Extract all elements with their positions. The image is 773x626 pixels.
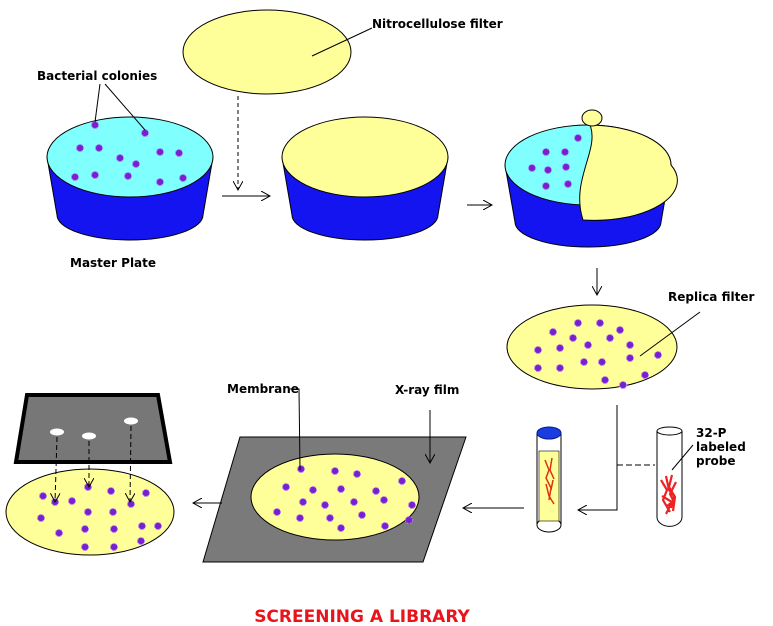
bacterial-colony-dot xyxy=(179,174,187,182)
replica-filter xyxy=(506,304,678,390)
bacterial-colony-dot xyxy=(296,514,304,522)
bacterial-colony-dot xyxy=(309,486,317,494)
bacterial-colony-dot xyxy=(626,354,634,362)
bacterial-colony-dot xyxy=(37,514,45,522)
bacterial-colony-dot xyxy=(107,487,115,495)
bacterial-colony-dot xyxy=(110,525,118,533)
positive-colony-plate xyxy=(5,468,175,556)
bacterial-colony-dot xyxy=(175,149,183,157)
bacterial-colony-dot xyxy=(564,180,572,188)
developed-film xyxy=(13,393,173,464)
bacterial-colony-dot xyxy=(596,319,604,327)
bacterial-colony-dot xyxy=(408,501,416,509)
bacterial-colony-dot xyxy=(616,326,624,334)
master-plate-label: Master Plate xyxy=(70,256,156,270)
bacterial-colony-dot xyxy=(154,522,162,530)
nitrocellulose-label: Nitrocellulose filter xyxy=(372,17,503,31)
plate-peeling-filter xyxy=(504,109,678,248)
bacterial-colony-dot xyxy=(68,497,76,505)
bacterial-colony-dot xyxy=(91,171,99,179)
bacterial-colony-dot xyxy=(601,376,609,384)
bacterial-colony-dot xyxy=(84,508,92,516)
bacterial-colony-dot xyxy=(337,485,345,493)
bacterial-colony-dot xyxy=(574,134,582,142)
bacterial-colony-dot xyxy=(542,182,550,190)
bacterial-colony-dot xyxy=(398,477,406,485)
bacterial-colony-dot xyxy=(132,160,140,168)
bacterial-colony-dot xyxy=(405,516,413,524)
bacterial-colony-dot xyxy=(55,529,63,537)
bacterial-colony-dot xyxy=(282,483,290,491)
bacterial-colonies-label: Bacterial colonies xyxy=(37,69,157,83)
nitrocellulose-filter xyxy=(182,9,352,95)
bacterial-colony-dot xyxy=(91,121,99,129)
bacterial-colony-dot xyxy=(299,498,307,506)
bacterial-colony-dot xyxy=(137,537,145,545)
bacterial-colony-dot xyxy=(380,496,388,504)
bacterial-colony-dot xyxy=(321,501,329,509)
bacterial-colony-dot xyxy=(381,522,389,530)
bacterial-colony-dot xyxy=(71,173,79,181)
probe-label-line2: labeled xyxy=(696,440,746,454)
bacterial-colony-dot xyxy=(549,328,557,336)
probe-label-line1: 32-P xyxy=(696,426,727,440)
bacterial-colony-dot xyxy=(116,154,124,162)
bacterial-colony-dot xyxy=(124,172,132,180)
bacterial-colony-dot xyxy=(569,334,577,342)
master-plate xyxy=(46,116,214,241)
bacterial-colony-dot xyxy=(84,483,92,491)
bacterial-colony-dot xyxy=(326,514,334,522)
replica-filter-label: Replica filter xyxy=(668,290,754,304)
membrane-label: Membrane xyxy=(227,382,299,396)
bacterial-colony-dot xyxy=(584,341,592,349)
bacterial-colony-dot xyxy=(574,319,582,327)
diagram-title: SCREENING A LIBRARY xyxy=(254,607,470,626)
probe-label-line3: probe xyxy=(696,454,735,468)
bacterial-colony-dot xyxy=(654,351,662,359)
bacterial-colony-dot xyxy=(598,358,606,366)
bacterial-colony-dot xyxy=(626,341,634,349)
bacterial-colony-dot xyxy=(81,543,89,551)
bacterial-colony-dot xyxy=(156,178,164,186)
bacterial-colony-dot xyxy=(350,498,358,506)
probe-tube xyxy=(656,426,683,527)
bacterial-colony-dot xyxy=(141,129,149,137)
bacterial-colony-dot xyxy=(127,500,135,508)
bacterial-colony-dot xyxy=(297,465,305,473)
plate-with-filter xyxy=(281,116,449,241)
bacterial-colony-dot xyxy=(81,525,89,533)
bacterial-colony-dot xyxy=(331,467,339,475)
bacterial-colony-dot xyxy=(39,492,47,500)
hybridization-tube xyxy=(536,426,562,533)
bacterial-colony-dot xyxy=(606,334,614,342)
bacterial-colony-dot xyxy=(562,163,570,171)
bacterial-colony-dot xyxy=(95,144,103,152)
bacterial-colony-dot xyxy=(110,543,118,551)
bacterial-colony-dot xyxy=(138,522,146,530)
bacterial-colony-dot xyxy=(580,358,588,366)
bacterial-colony-dot xyxy=(641,371,649,379)
bacterial-colony-dot xyxy=(561,148,569,156)
bacterial-colony-dot xyxy=(156,148,164,156)
bacterial-colony-dot xyxy=(544,166,552,174)
bacterial-colony-dot xyxy=(372,487,380,495)
xray-film xyxy=(202,436,467,563)
xray-film-label: X-ray film xyxy=(395,383,459,397)
bacterial-colony-dot xyxy=(358,511,366,519)
bacterial-colony-dot xyxy=(353,470,361,478)
bacterial-colony-dot xyxy=(142,489,150,497)
bacterial-colony-dot xyxy=(542,148,550,156)
bacterial-colony-dot xyxy=(337,524,345,532)
bacterial-colony-dot xyxy=(556,364,564,372)
bacterial-colony-dot xyxy=(534,346,542,354)
bacterial-colony-dot xyxy=(619,381,627,389)
bacterial-colony-dot xyxy=(528,164,536,172)
bacterial-colony-dot xyxy=(273,508,281,516)
bacterial-colony-dot xyxy=(556,344,564,352)
bacterial-colony-dot xyxy=(109,508,117,516)
bacterial-colony-dot xyxy=(534,364,542,372)
bacterial-colony-dot xyxy=(76,144,84,152)
